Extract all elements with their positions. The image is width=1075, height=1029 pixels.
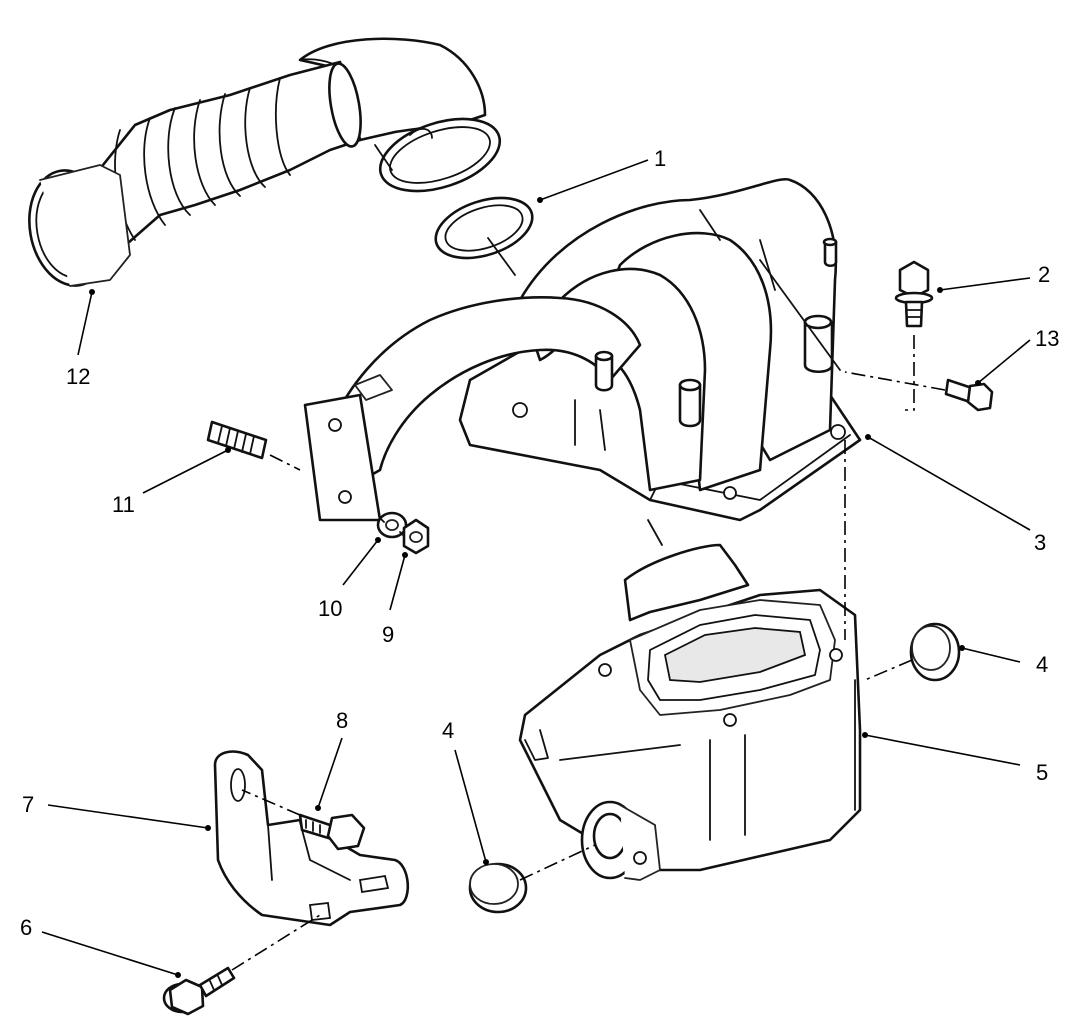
callout-11: 11 (112, 492, 135, 517)
plug-right (909, 622, 961, 682)
callout-12: 12 (66, 364, 90, 389)
callout-2: 2 (1038, 262, 1050, 287)
bolt-6 (162, 966, 236, 1016)
callout-8: 8 (336, 708, 348, 733)
air-intake-hose (28, 37, 502, 287)
callout-4-left: 4 (442, 718, 454, 743)
bolt-13 (944, 378, 994, 412)
mounting-bracket (213, 750, 409, 927)
callout-7: 7 (22, 792, 34, 817)
callout-6: 6 (20, 915, 32, 940)
callout-13: 13 (1035, 326, 1059, 351)
bolt-2 (894, 260, 934, 328)
assembly-lines (231, 259, 946, 971)
callout-10: 10 (318, 596, 342, 621)
clamp-ring (434, 196, 534, 276)
lock-washer (376, 511, 408, 539)
plenum-housing (518, 543, 862, 881)
bolt-8 (298, 813, 366, 851)
callout-5: 5 (1036, 760, 1048, 785)
callout-4-right: 4 (1036, 652, 1048, 677)
plug-left (468, 862, 528, 914)
intake-manifold (303, 177, 862, 522)
callout-9: 9 (382, 622, 394, 647)
callout-3: 3 (1034, 530, 1046, 555)
stud (206, 420, 268, 460)
callout-1: 1 (654, 146, 666, 171)
callout-leaders (41, 159, 1031, 978)
callout-labels: 1 2 13 3 4 5 4 7 8 6 9 10 11 12 (20, 146, 1059, 940)
nut (402, 518, 430, 555)
